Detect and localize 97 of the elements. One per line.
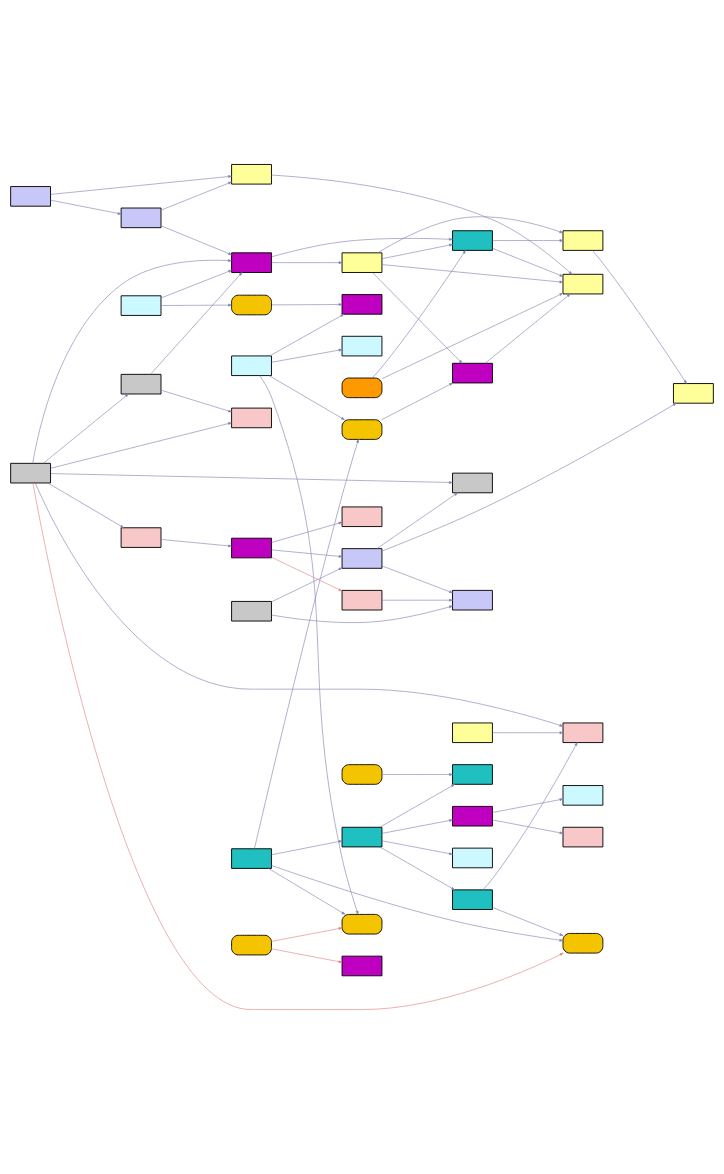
arrow [271, 261, 343, 265]
arrow [160, 225, 232, 255]
node-box [341, 506, 383, 527]
arrow [271, 557, 343, 592]
node-box [231, 600, 272, 622]
node-box [341, 764, 383, 785]
arrow [271, 948, 343, 964]
node-box [120, 207, 162, 229]
node-box [231, 934, 272, 956]
arrow [34, 482, 564, 727]
arrow [160, 269, 232, 299]
arrow [381, 840, 453, 856]
arrow [271, 174, 573, 275]
arrow [372, 250, 466, 379]
arrow [150, 272, 243, 375]
arrow [43, 393, 129, 464]
arrow [377, 216, 564, 254]
node-box [562, 826, 604, 848]
arrow [379, 846, 455, 891]
arrow [160, 303, 232, 307]
arrow [592, 250, 687, 384]
node-box [120, 295, 162, 316]
node-box [673, 383, 714, 404]
node-box [120, 373, 162, 395]
node-box [341, 548, 383, 569]
node-box [452, 589, 493, 611]
arrow [492, 798, 564, 813]
arrow [271, 348, 343, 363]
arrow [492, 731, 564, 735]
arrow [381, 403, 677, 552]
arrow [271, 927, 343, 942]
arrow [271, 605, 453, 623]
node-box [341, 419, 383, 440]
arrow [492, 248, 564, 277]
node-box [231, 252, 272, 273]
arrow [381, 293, 564, 379]
node-box [231, 537, 272, 559]
node-box [562, 933, 604, 954]
arrow [492, 239, 564, 242]
arrow [271, 521, 343, 543]
node-box [231, 407, 272, 429]
arrow [50, 175, 232, 195]
arrow [160, 389, 232, 413]
node-box [452, 847, 493, 869]
node-box [10, 462, 51, 484]
node-box [452, 764, 493, 785]
node-box [120, 527, 162, 548]
arrow [482, 742, 578, 891]
arrow [50, 422, 232, 469]
arrow [269, 313, 345, 357]
arrow [381, 773, 453, 776]
arrow [381, 264, 564, 284]
node-box [231, 294, 272, 316]
node-box [231, 355, 272, 377]
arrow [259, 375, 359, 915]
arrow [254, 439, 359, 850]
arrow [492, 819, 564, 835]
arrow [381, 243, 453, 259]
arrow [372, 272, 463, 364]
arrow [32, 482, 564, 1010]
arrow [268, 375, 345, 421]
arrow [484, 293, 571, 364]
node-box [341, 955, 383, 977]
node-box [341, 589, 383, 611]
node-box [452, 230, 493, 251]
arrow [271, 865, 564, 942]
arrow [379, 784, 455, 828]
node-box [562, 785, 604, 806]
arrow [376, 492, 458, 549]
arrow [160, 181, 232, 211]
node-box [562, 230, 604, 251]
arrow [381, 598, 453, 602]
arrow [32, 259, 232, 464]
arrow [50, 473, 453, 484]
node-box [341, 377, 383, 399]
arrow [271, 303, 343, 306]
arrow [271, 567, 343, 603]
arrow [381, 565, 453, 594]
arrow [271, 549, 343, 558]
node-box [452, 805, 493, 827]
node-box [10, 186, 51, 207]
node-box [562, 722, 604, 744]
node-box [231, 164, 272, 185]
arrow [50, 199, 122, 215]
arrow [47, 482, 125, 529]
arrow [381, 382, 453, 421]
node-box [341, 252, 383, 273]
arrow [160, 539, 232, 548]
node-box [231, 848, 272, 869]
arrow [492, 907, 564, 936]
arrow [381, 819, 453, 834]
node-box [341, 335, 383, 357]
node-box [452, 722, 493, 744]
arrow [268, 868, 346, 915]
node-box [341, 826, 383, 848]
arrow [271, 237, 453, 258]
arrow [271, 840, 343, 856]
